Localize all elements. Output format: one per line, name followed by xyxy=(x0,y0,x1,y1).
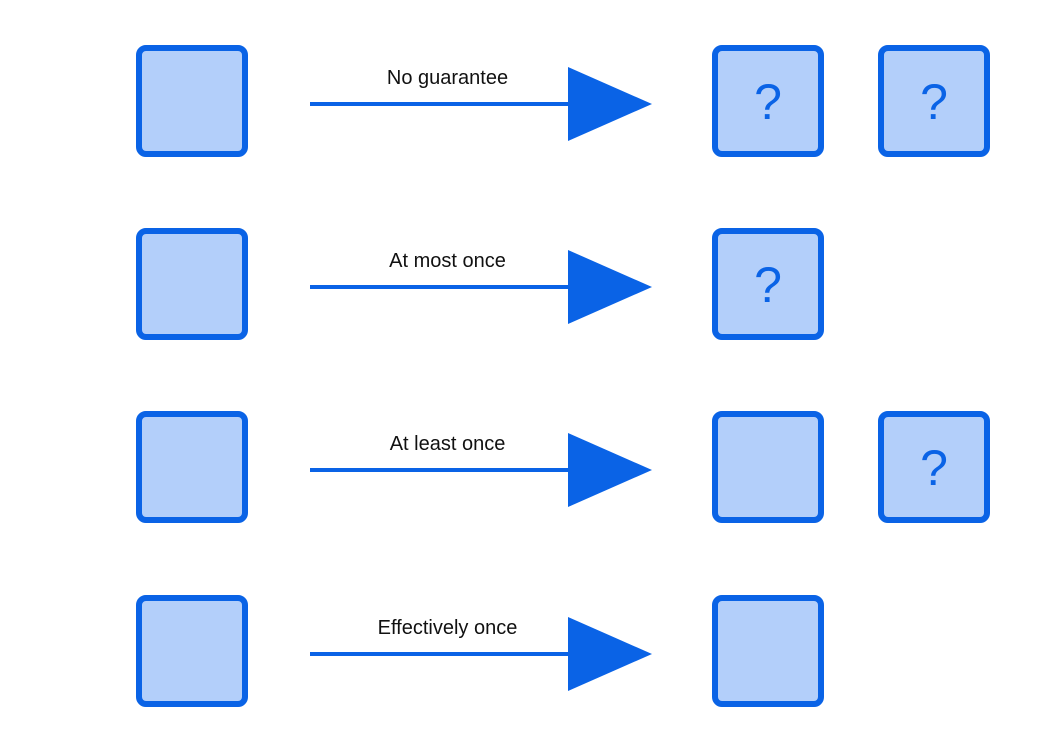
question-mark-icon: ? xyxy=(920,440,948,496)
destination-message-box xyxy=(712,411,824,523)
arrow-right-icon xyxy=(310,250,652,324)
arrow-label: At least once xyxy=(389,433,506,455)
row-at-least-once: At least once ? xyxy=(0,411,1047,535)
arrow-right-icon xyxy=(310,617,652,691)
arrow-label: Effectively once xyxy=(377,617,518,639)
arrow-label: At most once xyxy=(389,250,506,272)
source-message-box xyxy=(136,45,248,157)
row-at-most-once: At most once ? xyxy=(0,228,1047,352)
row-effectively-once: Effectively once xyxy=(0,595,1047,719)
question-mark-icon: ? xyxy=(754,74,782,130)
destination-message-box: ? xyxy=(712,228,824,340)
source-message-box xyxy=(136,228,248,340)
question-mark-icon: ? xyxy=(754,257,782,313)
destination-message-box: ? xyxy=(878,411,990,523)
arrow-label: No guarantee xyxy=(386,67,509,89)
arrow-right-icon xyxy=(310,433,652,507)
source-message-box xyxy=(136,595,248,707)
destination-message-box: ? xyxy=(712,45,824,157)
source-message-box xyxy=(136,411,248,523)
destination-message-box: ? xyxy=(878,45,990,157)
destination-message-box xyxy=(712,595,824,707)
arrow-right-icon xyxy=(310,67,652,141)
row-no-guarantee: No guarantee ? ? xyxy=(0,45,1047,169)
question-mark-icon: ? xyxy=(920,74,948,130)
